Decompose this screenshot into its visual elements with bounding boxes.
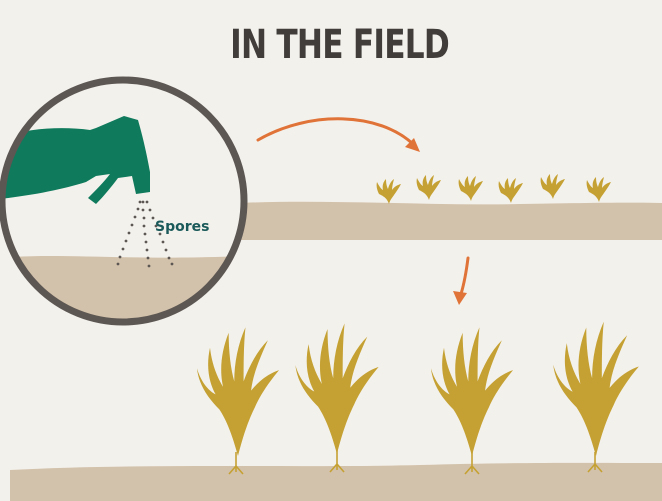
seaweed-icon [197,327,279,456]
seaweed-icon [499,178,523,203]
seaweed-icon [417,175,441,200]
grown-seaweed-row [197,322,639,456]
seaweed-icon [541,174,565,199]
seaweed-icon [553,322,639,456]
arrow-icon [453,258,468,305]
soil-strip-upper [240,202,662,240]
magnified-view: Spores [0,80,260,330]
sprout-row [377,174,611,204]
seaweed-icon [295,323,378,454]
seaweed-icon [587,177,611,202]
seaweed-icon [459,176,483,201]
seaweed-icon [377,179,401,204]
spores-label: Spores [155,219,209,235]
arrow-icon [258,119,420,152]
soil-strip-lower [10,463,662,501]
seaweed-icon [431,327,513,456]
